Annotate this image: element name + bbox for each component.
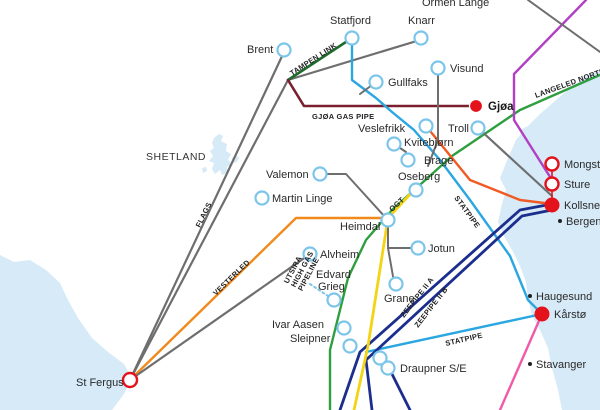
label-karsto: Kårstø <box>554 309 587 321</box>
label-jotun: Jotun <box>428 243 455 255</box>
station-jotun[interactable] <box>410 240 426 256</box>
label-edvard-grieg: Edvard Grieg <box>316 269 354 293</box>
zeepipe-iib-b <box>388 368 412 410</box>
label-martin-linge: Martin Linge <box>272 193 333 205</box>
station-gjoa[interactable] <box>468 98 484 114</box>
station-draupner-2[interactable] <box>380 360 396 376</box>
station-valemon[interactable] <box>312 166 328 182</box>
label-edvard-grieg-line1: Edvard <box>316 269 351 281</box>
terminal-mongstad[interactable] <box>544 156 560 172</box>
station-oseberg[interactable] <box>408 182 424 198</box>
label-statfjord: Statfjord <box>330 15 371 27</box>
flags-pipeline <box>128 50 286 382</box>
gray-line-3 <box>286 38 422 82</box>
station-knarr[interactable] <box>413 30 429 46</box>
pink-line <box>498 312 544 410</box>
grane-gray <box>387 247 395 283</box>
label-brage: Brage <box>424 155 453 167</box>
troll-kollsnes <box>476 126 554 198</box>
field-labels: Ormen Lange Brent Statfjord Knarr Gullfa… <box>247 0 514 375</box>
label-troll: Troll <box>448 123 469 135</box>
scotland-coast <box>0 255 132 410</box>
gjoa-gas-pipe <box>286 78 478 108</box>
zeepipe-iib <box>364 208 554 410</box>
label-st-fergus: St Fergus <box>76 377 124 389</box>
vesterled-pipeline <box>128 216 386 382</box>
station-sleipner[interactable] <box>342 338 358 354</box>
label-mongstad: Mongstad <box>564 159 600 171</box>
label-sleipner: Sleipner <box>290 333 331 345</box>
ormen-lange-gray <box>527 0 600 53</box>
label-oseberg: Oseberg <box>398 171 440 183</box>
haugesund-dot <box>528 294 532 298</box>
label-edvard-grieg-line2: Grieg <box>318 281 345 293</box>
station-martin-linge[interactable] <box>254 190 270 206</box>
station-heimdal[interactable] <box>380 212 396 228</box>
ogt-pipeline <box>352 188 416 410</box>
station-ivar-aasen[interactable] <box>336 320 352 336</box>
terminal-kollsnes[interactable] <box>544 197 560 213</box>
label-valemon: Valemon <box>266 169 309 181</box>
station-troll[interactable] <box>470 120 486 136</box>
station-visund[interactable] <box>430 60 446 76</box>
label-visund: Visund <box>450 63 483 75</box>
station-edvard-grieg[interactable] <box>326 292 342 308</box>
bergen-dot <box>558 219 562 223</box>
label-stavanger: Stavanger <box>536 359 586 371</box>
label-gjoa-gas-pipe: GJØA GAS PIPE <box>312 112 374 121</box>
station-kvitebjorn[interactable] <box>418 118 434 134</box>
statpipe-north <box>350 36 544 316</box>
station-draupner-1[interactable] <box>372 350 388 366</box>
label-ogt: OGT <box>387 195 406 213</box>
terminal-karsto[interactable] <box>534 306 550 322</box>
label-alvheim: Alvheim <box>320 249 359 261</box>
label-bergen: Bergen <box>566 216 600 228</box>
stavanger-dot <box>528 362 532 366</box>
statpipe-south <box>364 312 544 354</box>
label-brent: Brent <box>247 44 273 56</box>
label-knarr: Knarr <box>408 15 435 27</box>
station-veslefrikk[interactable] <box>386 136 402 152</box>
label-gullfaks: Gullfaks <box>388 77 428 89</box>
label-ivar-aasen: Ivar Aasen <box>272 319 324 331</box>
station-statfjord[interactable] <box>344 30 360 46</box>
label-kvitebjorn: Kvitebjørn <box>404 137 454 149</box>
terminal-labels: St Fergus Mongstad Sture Kollsnes Bergen… <box>76 159 600 389</box>
label-sture: Sture <box>564 179 590 191</box>
label-draupner: Draupner S/E <box>400 363 467 375</box>
valemon-gray <box>319 173 387 219</box>
stations <box>254 30 486 376</box>
terminals <box>121 156 562 389</box>
label-gjoa: Gjøa <box>488 101 514 113</box>
oseberg-gray <box>427 69 439 167</box>
label-haugesund: Haugesund <box>536 291 592 303</box>
land-shapes <box>0 70 600 410</box>
shetland-island <box>209 134 232 175</box>
terminal-sture[interactable] <box>544 176 560 192</box>
station-grane[interactable] <box>388 276 404 292</box>
terminal-st-fergus[interactable] <box>121 371 139 389</box>
norway-islands <box>508 124 544 174</box>
station-alvheim[interactable] <box>302 246 318 262</box>
tampen-link <box>286 36 354 82</box>
label-vesterled: VESTERLED <box>211 258 252 298</box>
norway-coast <box>498 70 600 410</box>
station-brage[interactable] <box>400 152 416 168</box>
orange-red-line <box>424 124 554 206</box>
region-shetland-label: SHETLAND <box>146 151 206 163</box>
station-brent[interactable] <box>276 42 292 58</box>
purple-line <box>512 0 588 182</box>
zeepipe-iia <box>338 202 554 410</box>
station-gullfaks[interactable] <box>368 74 384 90</box>
label-ormen-lange: Ormen Lange <box>422 0 489 9</box>
langeled-north <box>328 73 600 410</box>
label-heimdal: Heimdal <box>340 221 380 233</box>
label-grane: Grane <box>384 293 415 305</box>
label-veslefrikk: Veslefrikk <box>358 123 406 135</box>
label-kollsnes: Kollsnes <box>564 200 600 212</box>
shetland-islet-2 <box>202 167 207 173</box>
gray-line-alvheim <box>128 252 312 382</box>
